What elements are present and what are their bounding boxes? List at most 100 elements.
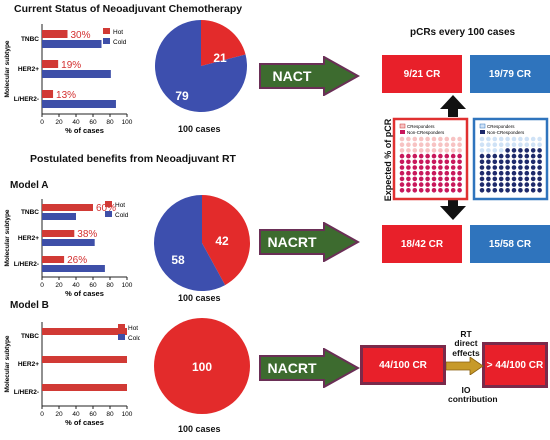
patient-dot <box>479 188 485 193</box>
patient-dot <box>479 170 485 176</box>
patient-dot <box>511 170 517 176</box>
patient-dot <box>518 188 523 193</box>
patient-dot <box>431 148 437 153</box>
patient-dot <box>450 188 456 193</box>
patient-dot <box>505 148 510 153</box>
patient-dot <box>530 159 536 165</box>
patient-dot <box>511 165 517 170</box>
patient-dot <box>399 188 405 193</box>
patient-dot <box>438 136 443 142</box>
patient-dot <box>431 182 437 187</box>
patient-dot <box>457 165 462 170</box>
patient-dot <box>537 148 542 153</box>
patient-dot <box>530 142 536 147</box>
patient-dot <box>438 182 443 187</box>
nacrt-arrow-label-b: NACRT <box>268 360 317 376</box>
x-tick-label: 20 <box>55 282 63 289</box>
patient-dot <box>450 176 456 182</box>
x-tick-label: 100 <box>122 282 133 289</box>
patient-dot <box>457 159 462 165</box>
patient-dot <box>406 170 411 176</box>
patient-dot <box>457 153 462 159</box>
patient-dot <box>524 159 530 165</box>
patient-dot <box>444 182 450 187</box>
patient-dot <box>511 148 517 153</box>
patient-dot <box>412 142 418 147</box>
patient-dot <box>498 142 504 147</box>
mechanism-arrow <box>446 357 484 375</box>
patient-dot <box>498 136 504 142</box>
category-label: TNBC <box>21 333 39 340</box>
patient-dot <box>486 159 491 165</box>
y-axis-label: Molecular subtype <box>4 209 11 266</box>
patient-dot <box>425 188 430 193</box>
patient-dot <box>518 170 523 176</box>
patient-dot <box>537 159 542 165</box>
pie-slice <box>201 20 246 66</box>
patient-dot <box>498 176 504 182</box>
patient-dot <box>418 182 424 187</box>
patient-dot <box>518 165 523 170</box>
model-b-label: Model B <box>10 300 49 311</box>
patient-dot <box>505 142 510 147</box>
category-label: HER2+ <box>18 235 39 242</box>
io-contribution-label: IO contribution <box>448 385 498 405</box>
patient-dot <box>444 136 450 142</box>
patient-dot <box>505 170 510 176</box>
x-tick-label: 0 <box>40 119 44 126</box>
x-tick-label: 40 <box>72 119 80 126</box>
patient-dot <box>486 182 491 187</box>
patient-dot <box>486 170 491 176</box>
patient-dot <box>406 159 411 165</box>
pie-caption-model-b: 100 cases <box>178 424 221 434</box>
patient-dot <box>479 159 485 165</box>
bar-data-label: 13% <box>56 90 76 101</box>
main-title: Current Status of Neoadjuvant Chemothera… <box>14 3 243 15</box>
patient-dot <box>524 188 530 193</box>
patient-dot <box>498 170 504 176</box>
patient-dot <box>537 176 542 182</box>
patient-dot <box>530 170 536 176</box>
patient-dot <box>412 188 418 193</box>
bar-data-label: 30% <box>71 30 91 41</box>
legend-label: Cold <box>115 212 129 219</box>
bar-cold <box>42 265 105 272</box>
pie-slice-label: 100 <box>192 360 212 374</box>
patient-dot <box>479 142 485 147</box>
patient-dot <box>530 182 536 187</box>
patient-dot <box>425 142 430 147</box>
nacrt-arrow-model-b: NACRT <box>259 348 360 388</box>
patient-dot <box>505 176 510 182</box>
rt-direct-effects-label: RT direct effects <box>452 329 480 358</box>
patient-dot <box>498 188 504 193</box>
patient-dot <box>406 136 411 142</box>
patient-dot <box>444 159 450 165</box>
model-b-result-box: > 44/100 CR <box>482 342 548 388</box>
patient-dot <box>425 148 430 153</box>
nacrt-arrow-label-a: NACRT <box>268 234 317 250</box>
patient-dot <box>505 188 510 193</box>
patient-dot <box>492 170 498 176</box>
patient-dot <box>518 176 523 182</box>
model-a-cold-cr-box: 15/58 CR <box>470 225 550 263</box>
patient-dot <box>486 148 491 153</box>
patient-dot <box>498 159 504 165</box>
patient-dot <box>431 176 437 182</box>
pcr-title: pCRs every 100 cases <box>410 27 516 38</box>
bar-cold <box>42 213 76 220</box>
patient-dot <box>450 136 456 142</box>
model-a-label: Model A <box>10 180 49 191</box>
legend-label: Hot <box>113 29 123 36</box>
patient-dot <box>450 153 456 159</box>
patient-dot <box>457 148 462 153</box>
patient-dot <box>418 165 424 170</box>
patient-dot <box>524 136 530 142</box>
patient-dot <box>418 188 424 193</box>
bar-cold <box>42 70 111 78</box>
patient-dot <box>524 153 530 159</box>
patient-dot <box>492 159 498 165</box>
patient-dot <box>431 136 437 142</box>
bar-data-label: 26% <box>67 255 87 266</box>
x-tick-label: 100 <box>122 411 133 418</box>
patient-dot <box>486 142 491 147</box>
